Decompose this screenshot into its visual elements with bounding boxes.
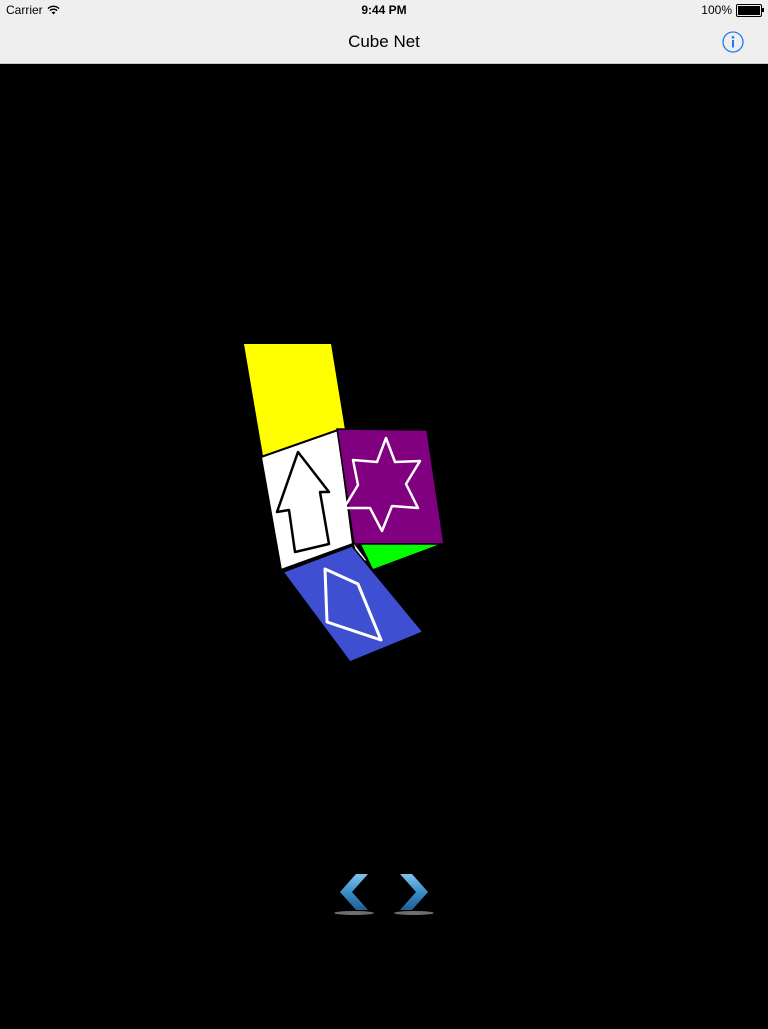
battery-icon [736, 3, 764, 17]
purple-face[interactable] [336, 428, 445, 545]
info-button[interactable] [722, 31, 744, 53]
previous-button[interactable] [330, 866, 378, 918]
six-point-star-icon [342, 436, 422, 533]
status-time: 9:44 PM [361, 3, 407, 17]
white-face[interactable] [259, 428, 355, 572]
page-navigation [330, 866, 440, 922]
blue-face[interactable] [281, 545, 425, 663]
status-bar: Carrier 9:44 PM 100% [0, 0, 768, 20]
carrier-group: Carrier [6, 3, 60, 17]
green-face[interactable] [360, 542, 440, 569]
next-button[interactable] [390, 866, 438, 918]
battery-percent: 100% [701, 3, 732, 17]
carrier-label: Carrier [6, 3, 43, 17]
chevron-right-icon [394, 874, 434, 915]
wifi-icon [47, 5, 60, 15]
info-icon [722, 31, 744, 53]
cube-net-view[interactable] [0, 64, 768, 1024]
up-arrow-icon [275, 450, 331, 554]
cube-net-stage[interactable] [0, 64, 768, 1024]
yellow-face[interactable] [244, 344, 345, 456]
chevron-left-icon [334, 874, 374, 915]
rhombus-icon [323, 567, 383, 642]
page-title: Cube Net [348, 32, 420, 51]
navigation-bar: Cube Net [0, 20, 768, 64]
battery-group: 100% [701, 3, 764, 17]
